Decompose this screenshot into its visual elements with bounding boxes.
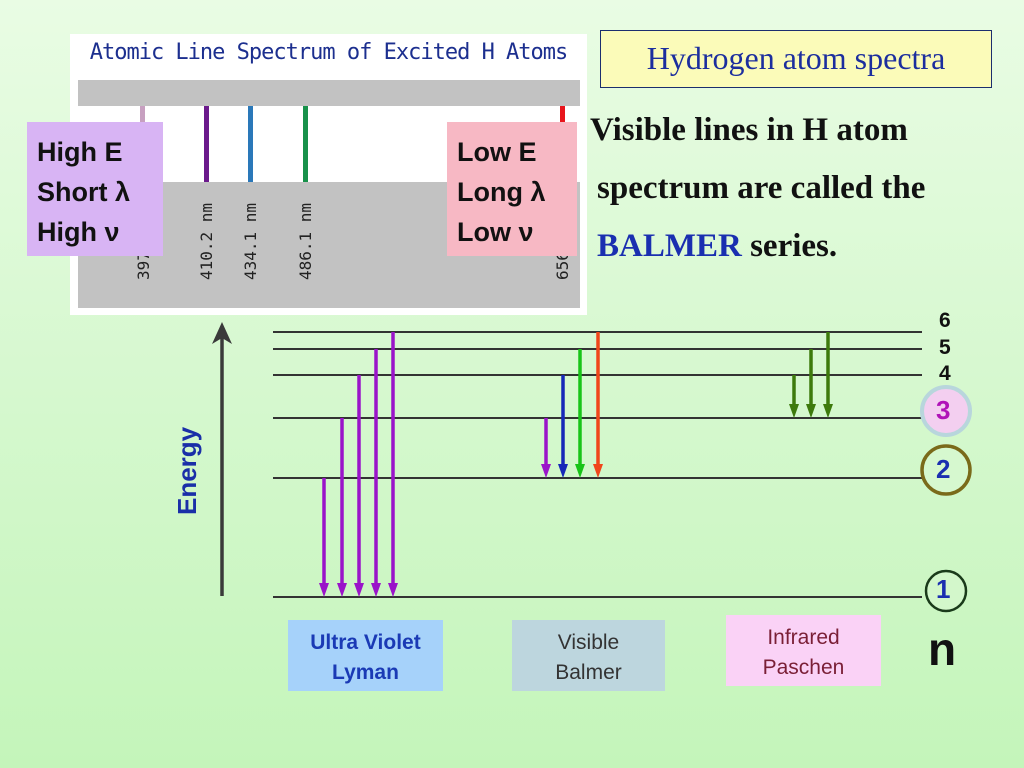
- balmer-arrow-3-2: [541, 418, 551, 478]
- series-name: Infrared: [767, 626, 840, 649]
- balmer-highlight: BALMER: [597, 228, 742, 264]
- description-line-3: BALMER series.: [597, 228, 837, 265]
- series-name: Lyman: [332, 661, 399, 684]
- callout-text: Low E: [457, 137, 537, 167]
- energy-axis-arrowhead: [212, 322, 232, 344]
- level-number-2: 2: [936, 454, 951, 484]
- energy-axis-label: Energy: [172, 426, 202, 515]
- spectral-line-434: [248, 106, 253, 182]
- description-line-1: Visible lines in H atom: [590, 112, 908, 148]
- callout-text: High E: [37, 137, 123, 167]
- balmer-arrow-6-2: [593, 332, 603, 478]
- series-name: Ultra Violet: [310, 631, 421, 654]
- paschen-arrow-5-3: [806, 349, 816, 418]
- low-energy-callout: Low E Long λ Low ν: [447, 122, 577, 256]
- callout-text: High ν: [37, 217, 120, 247]
- transition-arrows: [319, 332, 833, 597]
- description-rest: series.: [741, 228, 838, 264]
- level-number-1: 1: [936, 574, 951, 604]
- level-number-4: 4: [939, 362, 951, 385]
- level-number-3: 3: [936, 395, 951, 425]
- lyman-arrow-3-1: [337, 418, 347, 597]
- description-line-2: spectrum are called the: [597, 170, 926, 206]
- level-ring-3: [920, 385, 972, 437]
- callout-text: Low ν: [457, 217, 534, 247]
- paschen-series-box: Infrared Paschen: [726, 615, 881, 686]
- paschen-arrow-4-3: [789, 375, 799, 418]
- balmer-arrow-4-2: [558, 375, 568, 478]
- lyman-arrow-6-1: [388, 332, 398, 597]
- balmer-series-box: Visible Balmer: [512, 620, 665, 691]
- series-name: Visible: [557, 631, 620, 654]
- series-name: Balmer: [555, 661, 622, 684]
- series-name: Paschen: [762, 656, 845, 679]
- spectral-line-486: [303, 106, 308, 182]
- level-ring-2: [920, 444, 972, 496]
- callout-text: Long λ: [457, 177, 546, 207]
- paschen-arrow-6-3: [823, 332, 833, 418]
- spectrum-title: Atomic Line Spectrum of Excited H Atoms: [89, 40, 569, 65]
- lyman-series-box: Ultra Violet Lyman: [288, 620, 443, 691]
- slide-title: Hydrogen atom spectra: [600, 30, 992, 88]
- spectral-line-410: [204, 106, 209, 182]
- level-number-6: 6: [939, 309, 951, 332]
- level-number-5: 5: [939, 336, 951, 359]
- quantum-number-symbol: n: [928, 623, 957, 675]
- level-ring-1: [924, 569, 968, 613]
- lyman-arrow-2-1: [319, 478, 329, 597]
- callout-text: Short λ: [37, 177, 131, 207]
- lyman-arrow-4-1: [354, 375, 364, 597]
- lyman-arrow-5-1: [371, 349, 381, 597]
- balmer-arrow-5-2: [575, 349, 585, 478]
- high-energy-callout: High E Short λ High ν: [27, 122, 163, 256]
